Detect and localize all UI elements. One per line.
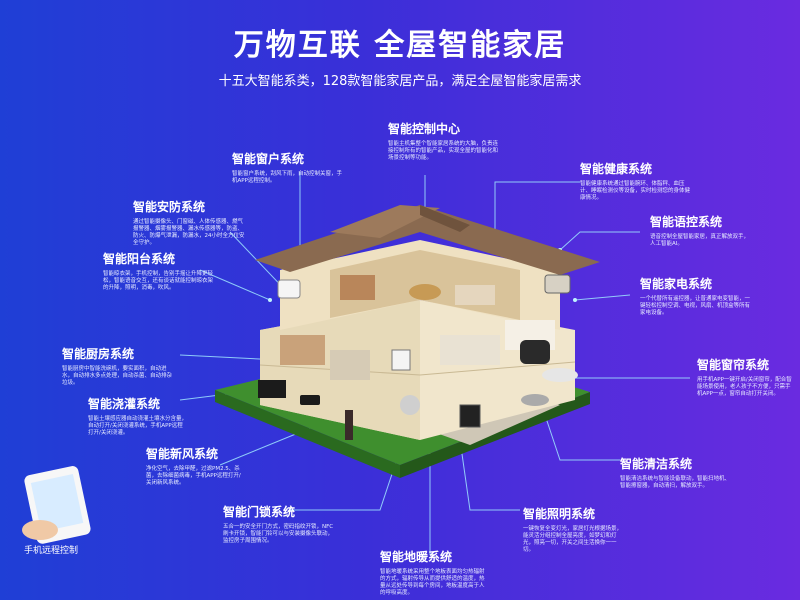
system-desc: 智能土壤感应器自动浇灌土壤水分含量，自动打开/关闭浇灌系统，手机APP远程打开/… bbox=[88, 416, 188, 436]
system-title: 智能清洁系统 bbox=[620, 457, 693, 471]
system-desc: 智能地暖系统采用整个地板表面均匀热辐射的方式，辐射传导从而提供舒适的温度，热量从… bbox=[380, 569, 485, 596]
system-desc: 一键恢复全变灯光，家居灯光根据场景，能灵活分组控制全屋亮度，如梦幻和灯光，照亮一… bbox=[523, 526, 623, 553]
system-title: 智能照明系统 bbox=[523, 507, 596, 521]
system-title: 智能阳台系统 bbox=[103, 252, 176, 266]
system-title: 智能控制中心 bbox=[388, 122, 461, 136]
system-title: 智能地暖系统 bbox=[380, 550, 453, 564]
system-title: 智能厨房系统 bbox=[62, 347, 135, 361]
system-appliance: 智能家电系统 一个代替所有遥控器，让普通家电变智能，一键轻松控制空调、电视，风扇… bbox=[640, 275, 750, 317]
system-title: 智能新风系统 bbox=[146, 447, 219, 461]
system-desc: 语音控制全屋智能家居，真正解放双手，人工智能AI。 bbox=[650, 234, 750, 247]
system-title: 智能语控系统 bbox=[650, 215, 723, 229]
system-desc: 五合一的安全开门方式，密码指纹开锁，NFC刷卡开锁，智能门铃可以与安装摄像头联动… bbox=[223, 524, 334, 544]
system-cleaning: 智能清洁系统 智能清洁系统与智能设备联动，智能扫地机、智能擦窗器，自动清扫，解放… bbox=[620, 455, 730, 490]
system-desc: 智能清洁系统与智能设备联动，智能扫地机、智能擦窗器，自动清扫，解放双手。 bbox=[620, 476, 731, 489]
system-balcony: 智能阳台系统 智能晾衣架，手机控制，告别手摇让升降更轻松，智能语音交互，还有谈话… bbox=[103, 250, 213, 292]
page-title: 万物互联 全屋智能家居 bbox=[233, 28, 567, 63]
system-title: 智能浇灌系统 bbox=[88, 397, 161, 411]
system-desc: 智能主机集整个智能家居系统的大脑，负责连接控制所有的智能产品，实现全屋的智能化和… bbox=[388, 141, 499, 161]
phone-icon bbox=[22, 466, 91, 544]
system-control-center: 智能控制中心 智能主机集整个智能家居系统的大脑，负责连接控制所有的智能产品，实现… bbox=[388, 120, 498, 162]
phone-caption: 手机远程控制 bbox=[24, 546, 79, 556]
system-title: 智能窗帘系统 bbox=[697, 358, 770, 372]
system-curtain: 智能窗帘系统 用手机APP一键开启/关闭窗帘，配合智能场景使用，老人孩子不方便，… bbox=[697, 356, 792, 398]
system-desc: 通过智能摄像头、门窗磁、人体传感器、燃气报警器、烟雾报警器、漏水传感器等，防盗、… bbox=[133, 219, 245, 246]
system-fresh-air: 智能新风系统 净化空气，去除甲醛，过滤PM2.5、杀菌，去除细菌病毒，手机APP… bbox=[146, 445, 244, 487]
system-desc: 净化空气，去除甲醛，过滤PM2.5、杀菌，去除细菌病毒，手机APP远程打开/关闭… bbox=[146, 466, 241, 486]
system-title: 智能健康系统 bbox=[580, 162, 653, 176]
system-floor-heating: 智能地暖系统 智能地暖系统采用整个地板表面均匀热辐射的方式，辐射传导从而提供舒适… bbox=[380, 548, 488, 597]
system-desc: 智能厨房中智能洗碗机，要实面积，自动进水，自动排水多点处理，自动杀菌、自动排杂垃… bbox=[62, 366, 173, 386]
system-title: 智能家电系统 bbox=[640, 277, 713, 291]
system-title: 智能安防系统 bbox=[133, 200, 206, 214]
system-voice: 智能语控系统 语音控制全屋智能家居，真正解放双手，人工智能AI。 bbox=[650, 213, 750, 248]
system-title: 智能门锁系统 bbox=[223, 505, 296, 519]
system-desc: 用手机APP一键开启/关闭窗帘，配合智能场景使用，老人孩子不方便，只需手机APP… bbox=[697, 377, 792, 397]
system-desc: 智能晾衣架，手机控制，告别手摇让升降更轻松，智能语音交互，还有谈话就能控制晾衣架… bbox=[103, 271, 214, 291]
system-desc: 一个代替所有遥控器，让普通家电变智能，一键轻松控制空调、电视，风扇、机顶盒等所有… bbox=[640, 296, 751, 316]
system-lighting: 智能照明系统 一键恢复全变灯光，家居灯光根据场景，能灵活分组控制全屋亮度，如梦幻… bbox=[523, 505, 623, 554]
page-subtitle: 十五大智能系类，128款智能家居产品，满足全屋智能家居需求 bbox=[218, 74, 582, 89]
system-desc: 智能健康系统通过智能腕环、体脂秤、血压计、睡眠检测仪等设备，实时检测您的身体健康… bbox=[580, 181, 691, 201]
system-door-lock: 智能门锁系统 五合一的安全开门方式，密码指纹开锁，NFC刷卡开锁，智能门铃可以与… bbox=[223, 503, 335, 545]
system-kitchen: 智能厨房系统 智能厨房中智能洗碗机，要实面积，自动进水，自动排水多点处理，自动杀… bbox=[62, 345, 172, 387]
system-irrigation: 智能浇灌系统 智能土壤感应器自动浇灌土壤水分含量，自动打开/关闭浇灌系统，手机A… bbox=[88, 395, 188, 437]
system-health: 智能健康系统 智能健康系统通过智能腕环、体脂秤、血压计、睡眠检测仪等设备，实时检… bbox=[580, 160, 690, 202]
system-title: 智能窗户系统 bbox=[232, 152, 305, 166]
system-desc: 智能窗户系统，刮风下雨，自动控制关窗，手机APP远程控制。 bbox=[232, 171, 343, 184]
system-window: 智能窗户系统 智能窗户系统，刮风下雨，自动控制关窗，手机APP远程控制。 bbox=[232, 150, 342, 185]
system-security: 智能安防系统 通过智能摄像头、门窗磁、人体传感器、燃气报警器、烟雾报警器、漏水传… bbox=[133, 198, 245, 247]
